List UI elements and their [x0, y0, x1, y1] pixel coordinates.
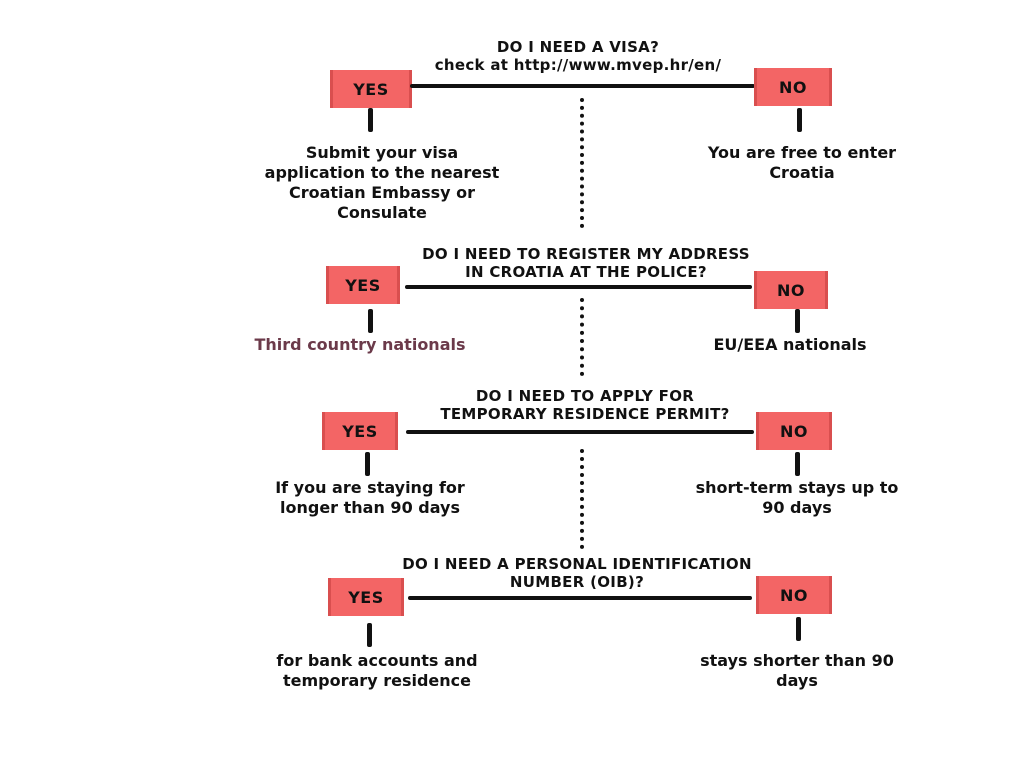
answer-line: longer than 90 days	[280, 498, 460, 517]
question-line: NUMBER (OIB)?	[509, 573, 645, 591]
yes-answer: Submit your visa application to the near…	[265, 143, 500, 223]
question-temporary-residence: DO I NEED TO APPLY FOR TEMPORARY RESIDEN…	[440, 387, 729, 423]
dotted-separator	[580, 98, 588, 228]
yes-stub	[365, 452, 370, 476]
connector-line	[408, 596, 752, 600]
yes-label: YES	[348, 587, 384, 607]
no-stub	[795, 452, 800, 476]
no-label: NO	[777, 280, 805, 300]
no-stub	[796, 617, 801, 641]
no-stub	[795, 309, 800, 333]
yes-answer: for bank accounts and temporary residenc…	[276, 651, 477, 691]
yes-sign: YES	[322, 412, 398, 450]
answer-line: 90 days	[762, 498, 832, 517]
connector-line	[410, 84, 755, 88]
yes-sign: YES	[326, 266, 400, 304]
no-sign: NO	[756, 412, 832, 450]
yes-sign: YES	[330, 70, 412, 108]
no-label: NO	[779, 77, 807, 97]
answer-line: You are free to enter	[707, 143, 897, 162]
question-line: TEMPORARY RESIDENCE PERMIT?	[440, 405, 730, 423]
yes-answer: Third country nationals	[254, 335, 465, 355]
yes-label: YES	[342, 421, 378, 441]
connector-line	[405, 285, 752, 289]
no-answer: You are free to enter Croatia	[708, 143, 896, 183]
question-line: IN CROATIA AT THE POLICE?	[465, 263, 707, 281]
yes-stub	[368, 108, 373, 132]
dotted-separator	[580, 298, 588, 376]
answer-line: short-term stays up to	[695, 478, 899, 497]
no-label: NO	[780, 585, 808, 605]
question-line: DO I NEED TO REGISTER MY ADDRESS	[422, 245, 750, 263]
connector-line	[406, 430, 754, 434]
yes-sign: YES	[328, 578, 404, 616]
no-sign: NO	[756, 576, 832, 614]
no-stub	[797, 108, 802, 132]
yes-label: YES	[353, 79, 389, 99]
answer-line: Third country nationals	[254, 335, 466, 354]
yes-stub	[367, 623, 372, 647]
question-register-address: DO I NEED TO REGISTER MY ADDRESS IN CROA…	[422, 245, 750, 281]
question-line: DO I NEED TO APPLY FOR	[475, 387, 695, 405]
answer-line: EU/EEA nationals	[713, 335, 867, 354]
answer-line: Croatia	[769, 163, 835, 182]
question-visa: DO I NEED A VISA? check at http://www.mv…	[435, 38, 722, 74]
no-answer: EU/EEA nationals	[713, 335, 866, 355]
yes-stub	[368, 309, 373, 333]
yes-label: YES	[345, 275, 381, 295]
answer-line: for bank accounts and	[276, 651, 478, 670]
answer-line: temporary residence	[283, 671, 471, 690]
no-answer: stays shorter than 90 days	[700, 651, 894, 691]
answer-line: Croatian Embassy or	[288, 183, 476, 202]
no-label: NO	[780, 421, 808, 441]
question-line: check at http://www.mvep.hr/en/	[434, 56, 722, 74]
answer-line: stays shorter than 90	[700, 651, 894, 670]
answer-line: Submit your visa	[305, 143, 459, 162]
question-line: DO I NEED A PERSONAL IDENTIFICATION	[402, 555, 752, 573]
yes-answer: If you are staying for longer than 90 da…	[275, 478, 465, 518]
answer-line: application to the nearest	[264, 163, 500, 182]
no-sign: NO	[754, 271, 828, 309]
answer-line: If you are staying for	[275, 478, 465, 497]
question-oib: DO I NEED A PERSONAL IDENTIFICATION NUMB…	[402, 555, 752, 591]
no-sign: NO	[754, 68, 832, 106]
answer-line: days	[776, 671, 818, 690]
no-answer: short-term stays up to 90 days	[696, 478, 899, 518]
question-line: DO I NEED A VISA?	[496, 38, 660, 56]
dotted-separator	[580, 449, 588, 549]
answer-line: Consulate	[337, 203, 427, 222]
